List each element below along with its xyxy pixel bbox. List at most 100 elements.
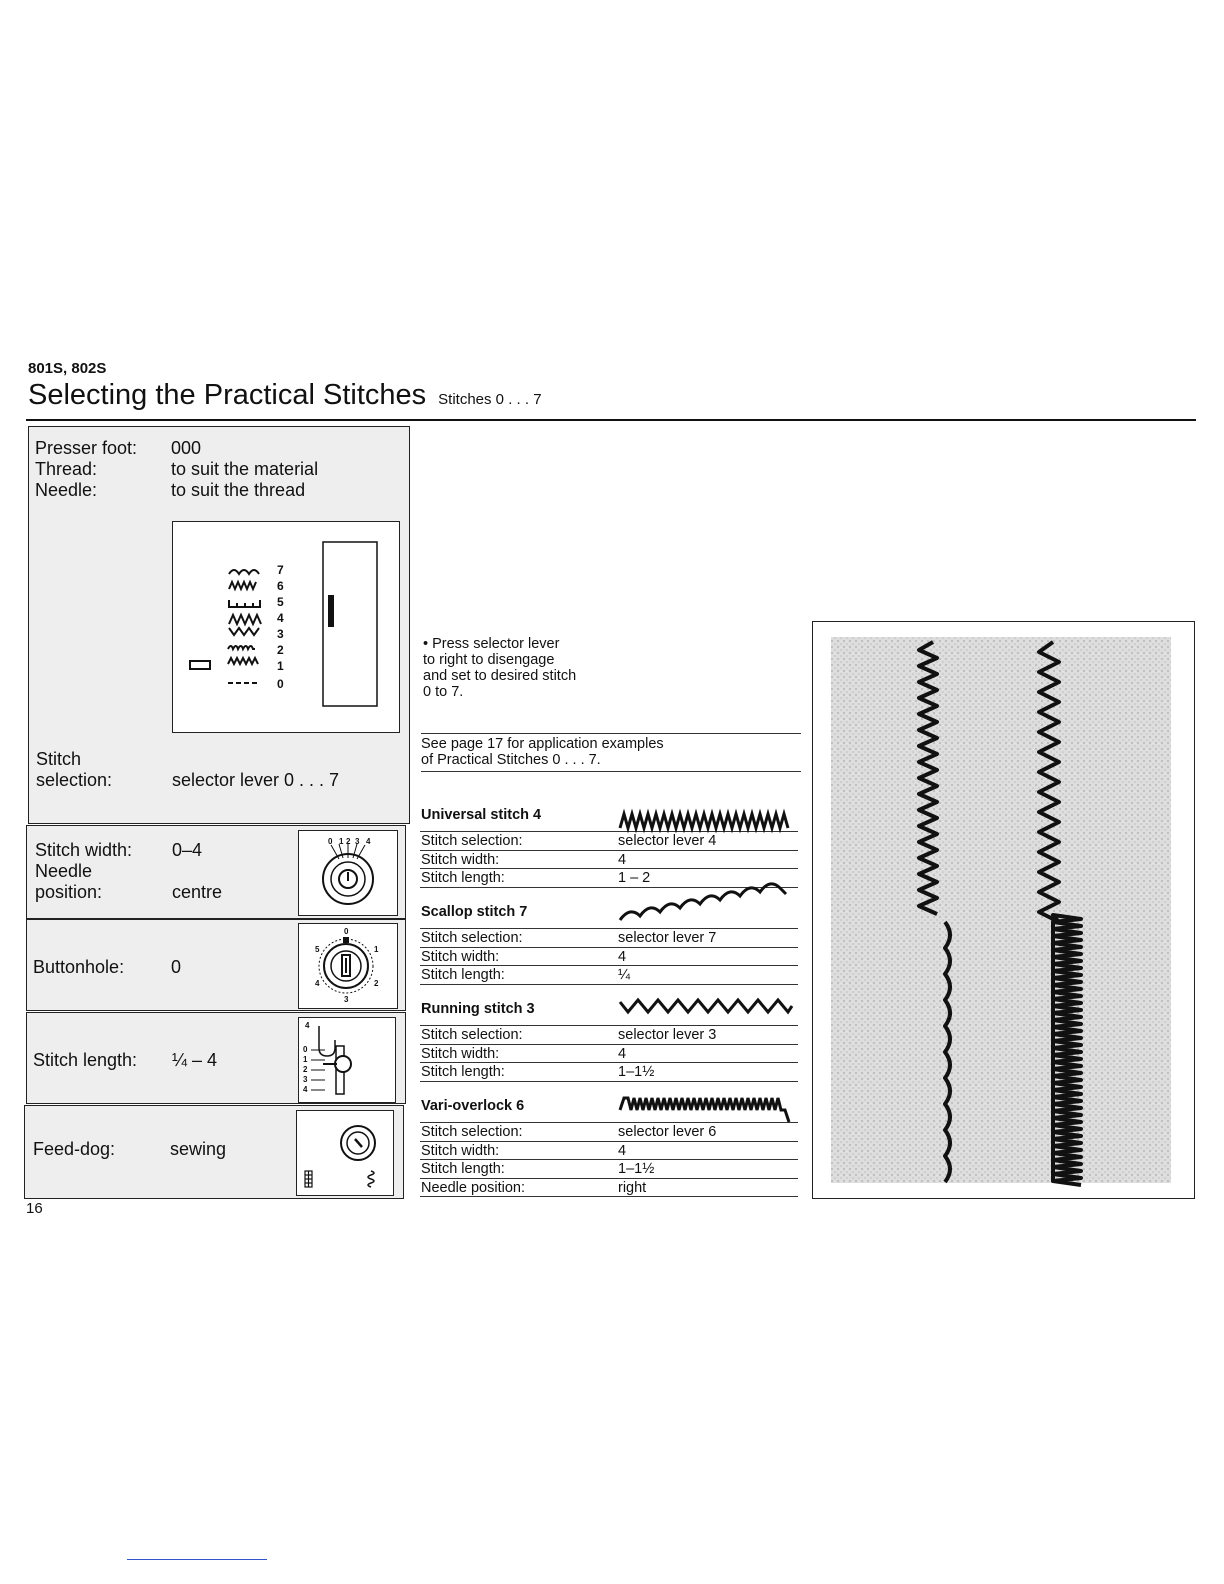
table-rule — [420, 965, 798, 966]
feed-dog-value: sewing — [170, 1139, 227, 1159]
setting-label: Stitch width: — [421, 851, 500, 868]
buttonhole-dial-number: 5 — [315, 945, 320, 954]
table-rule — [420, 868, 798, 869]
needle-position-label-1: Needle — [35, 861, 93, 881]
page-subtitle: Stitches 0 . . . 7 — [438, 391, 542, 408]
stitch-name: Scallop stitch 7 — [421, 904, 528, 920]
stitch-selection-label-2: selection: — [36, 770, 113, 790]
title-text: Selecting the Practical Stitches — [28, 379, 427, 411]
selector-number: 4 — [277, 611, 284, 625]
running-stitch-pattern-icon — [618, 997, 794, 1015]
setting-value: 4 — [618, 1045, 627, 1062]
zigzag-symbol-icon — [227, 655, 259, 667]
table-rule — [420, 983, 798, 985]
page-title: Selecting the Practical Stitches Stitches… — [28, 379, 542, 412]
buttonhole-dial-number: 3 — [344, 995, 349, 1004]
header-rule — [26, 419, 1196, 421]
running-symbol-icon — [228, 626, 260, 637]
needle-position-label-2: position: — [35, 882, 103, 902]
setting-value: selector lever 4 — [618, 833, 717, 849]
thread-value: to suit the material — [171, 459, 319, 479]
universal-symbol-icon — [228, 612, 262, 627]
setting-label: Stitch length: — [421, 967, 505, 983]
needle-label: Needle: — [35, 480, 98, 500]
table-rule — [420, 831, 798, 832]
setting-value: selector lever 3 — [618, 1027, 717, 1043]
buttonhole-dial-number: 4 — [315, 979, 320, 988]
setting-value: 1 – 2 — [618, 870, 651, 886]
vari-overlock-pattern-icon — [618, 1096, 791, 1123]
setting-value: selector lever 7 — [618, 930, 717, 946]
table-rule — [420, 886, 798, 888]
reference-line-2: of Practical Stitches 0 . . . 7. — [421, 752, 601, 768]
overlock-symbol-icon — [228, 579, 257, 592]
table-rule — [420, 1196, 798, 1197]
setting-label: Stitch selection: — [421, 833, 523, 849]
divider — [421, 733, 801, 734]
divider — [421, 771, 801, 772]
feed-dog-lowered-icon — [304, 1170, 313, 1188]
stitch-selection-value: selector lever 0 . . . 7 — [172, 770, 340, 790]
table-rule — [420, 1177, 798, 1179]
width-dial-number: 3 — [355, 837, 360, 846]
scallop-stitch-pattern-icon — [618, 882, 788, 921]
table-rule — [420, 849, 798, 851]
setting-label: Stitch selection: — [421, 1027, 523, 1043]
selector-number: 1 — [277, 659, 284, 673]
width-dial-number: 4 — [366, 837, 371, 846]
instruction-line-3: and set to desired stitch — [423, 668, 577, 684]
buttonhole-value: 0 — [171, 957, 182, 977]
setting-label: Stitch width: — [421, 948, 500, 965]
blind-stitch-symbol-icon — [228, 600, 261, 608]
length-scale-number: 2 — [303, 1065, 308, 1074]
universal-stitch-pattern-icon — [618, 808, 790, 834]
table-rule — [420, 1080, 798, 1082]
instruction-line-4: 0 to 7. — [423, 684, 464, 700]
buttonhole-dial-number: 2 — [374, 979, 379, 988]
lever-handle — [328, 595, 334, 627]
stitch-selection-label-1: Stitch — [36, 749, 82, 769]
page-number: 16 — [26, 1200, 43, 1217]
stitch-pattern-graphics — [618, 808, 794, 1123]
setting-value: ¼ — [618, 967, 631, 983]
sample-universal-stitch — [917, 640, 939, 916]
footer-link-underline[interactable] — [127, 1559, 267, 1560]
stitch-sample-photo — [812, 621, 1195, 1199]
setting-label: Stitch width: — [421, 1142, 500, 1159]
setting-value: 4 — [618, 851, 627, 868]
setting-label: Needle position: — [421, 1179, 525, 1196]
stitch-name: Running stitch 3 — [421, 1001, 535, 1017]
elastic-symbol-icon — [227, 645, 255, 652]
length-scale-number: 4 — [305, 1021, 310, 1030]
setting-value: 1–1½ — [618, 1161, 655, 1177]
instruction-line-1: • Press selector lever — [423, 636, 560, 652]
feed-dog-label: Feed-dog: — [33, 1139, 116, 1159]
presser-foot-label: Presser foot: — [35, 438, 138, 458]
stitch-length-value: ¼ – 4 — [172, 1050, 218, 1070]
width-dial-number: 1 — [339, 837, 344, 846]
setting-value: right — [618, 1179, 647, 1196]
table-rule — [420, 1140, 798, 1142]
table-rule — [420, 946, 798, 948]
length-scale-number: 3 — [303, 1075, 308, 1084]
selector-number: 5 — [277, 595, 284, 609]
buttonhole-dial-number: 1 — [374, 945, 379, 954]
needle-value: to suit the thread — [171, 480, 306, 500]
setting-value: 4 — [618, 948, 627, 965]
reference-line-1: See page 17 for application examples — [421, 736, 664, 752]
setting-value: 1–1½ — [618, 1064, 655, 1080]
feed-dog-knob — [296, 1110, 394, 1196]
table-rule — [420, 1122, 798, 1123]
selector-number: 0 — [277, 677, 284, 691]
lever-position-marker — [189, 660, 211, 670]
table-rule — [420, 1043, 798, 1045]
setting-label: Stitch width: — [421, 1045, 500, 1062]
setting-label: Stitch selection: — [421, 1124, 523, 1140]
stitch-width-value: 0–4 — [172, 840, 203, 860]
length-scale-number: 4 — [303, 1085, 308, 1094]
thread-label: Thread: — [35, 459, 98, 479]
setting-label: Stitch selection: — [421, 930, 523, 946]
